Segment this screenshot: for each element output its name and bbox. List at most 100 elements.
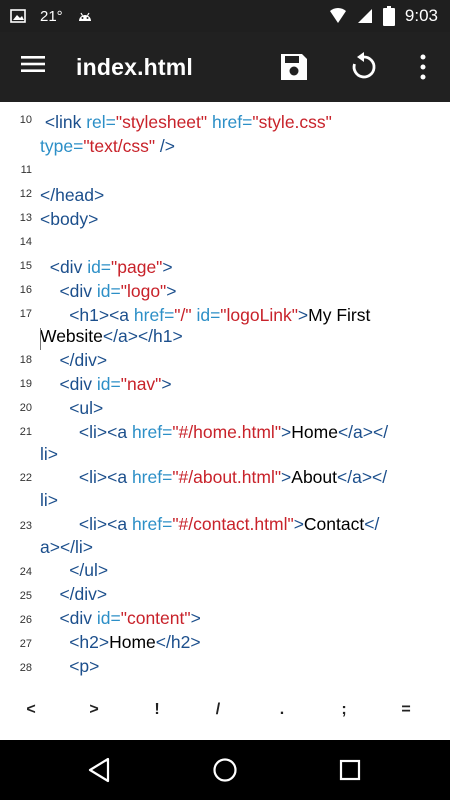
overflow-icon[interactable] xyxy=(405,49,441,85)
code-line[interactable]: </head> xyxy=(40,183,445,207)
home-icon[interactable] xyxy=(209,754,241,786)
code-tag: </a></h1> xyxy=(102,326,183,346)
symbol-key[interactable]: < xyxy=(26,701,36,718)
line-number: 22 xyxy=(19,472,32,484)
code-line[interactable]: <div id="logo"> xyxy=(40,279,445,303)
symbol-key[interactable]: ! xyxy=(154,701,160,718)
code-line[interactable]: <li><a href="#/about.html">About</a></ xyxy=(40,465,445,489)
signal-icon xyxy=(329,7,347,25)
code-value: "/" xyxy=(174,305,192,325)
code-text xyxy=(40,350,59,370)
code-value: "page" xyxy=(111,257,163,277)
code-tag: </a></ xyxy=(337,422,389,442)
symbols-bar: < > ! / . ; = xyxy=(0,692,450,740)
image-icon xyxy=(10,9,26,23)
code-line[interactable]: <div id="nav"> xyxy=(40,372,445,396)
code-value: "logo" xyxy=(120,281,167,301)
wifi-icon xyxy=(357,7,373,25)
code-tag: <li><a xyxy=(78,422,132,442)
code-tag: > xyxy=(166,281,177,301)
line-number: 23 xyxy=(19,520,32,532)
symbol-key[interactable]: > xyxy=(89,701,99,718)
code-tag: <h1><a xyxy=(69,305,134,325)
undo-icon[interactable] xyxy=(346,49,382,85)
code-tag: <p> xyxy=(69,656,100,676)
line-number: 26 xyxy=(19,614,32,626)
code-editor[interactable]: 10 11 12 13 14 15 16 17 18 19 20 21 22 2… xyxy=(0,102,450,692)
back-icon[interactable] xyxy=(83,754,115,786)
code-line[interactable]: <body> xyxy=(40,207,445,231)
code-tag: <link xyxy=(44,112,87,132)
code-tag: <li><a xyxy=(78,467,132,487)
clock: 9:03 xyxy=(404,6,438,25)
code-line[interactable]: li> xyxy=(40,442,445,466)
menu-icon[interactable] xyxy=(20,53,50,81)
code-line[interactable]: <link rel="stylesheet" href="style.css" xyxy=(40,110,445,134)
code-tag: > xyxy=(293,514,304,534)
code-tag: </head> xyxy=(40,185,105,205)
code-line[interactable]: type="text/css" /> xyxy=(40,134,445,158)
code-tag: <div xyxy=(59,281,97,301)
code-line[interactable]: <div id="page"> xyxy=(40,255,445,279)
code-value: "#/about.html" xyxy=(172,467,282,487)
line-number: 11 xyxy=(20,164,32,176)
code-line[interactable]: <ul> xyxy=(40,396,445,420)
save-icon[interactable] xyxy=(276,49,312,85)
line-number: 10 xyxy=(19,114,32,126)
code-text xyxy=(40,560,69,580)
code-tag: a></li> xyxy=(40,537,94,557)
code-tag: </div> xyxy=(59,350,108,370)
code-tag: </h2> xyxy=(155,632,201,652)
code-value: "style.css" xyxy=(252,112,332,132)
code-value: "stylesheet" xyxy=(115,112,208,132)
code-tag: > xyxy=(281,422,292,442)
code-line[interactable]: <li><a href="#/contact.html">Contact</ xyxy=(40,512,445,536)
code-attribute: type= xyxy=(40,136,84,156)
code-line[interactable]: Website</a></h1> xyxy=(40,324,445,348)
code-text xyxy=(40,584,59,604)
code-text: Home xyxy=(109,632,156,652)
code-tag: </ xyxy=(364,514,380,534)
code-text xyxy=(40,374,59,394)
android-icon xyxy=(77,8,93,24)
recents-icon[interactable] xyxy=(334,754,366,786)
code-tag: <li><a xyxy=(78,514,132,534)
code-line[interactable]: li> xyxy=(40,488,445,512)
code-text: About xyxy=(291,467,338,487)
code-line[interactable]: </ul> xyxy=(40,558,445,582)
battery-icon xyxy=(382,6,395,26)
code-tag: > xyxy=(190,608,201,628)
code-line[interactable]: <h1><a href="/" id="logoLink">My First xyxy=(40,303,445,327)
code-text xyxy=(40,422,79,442)
code-text: Home xyxy=(291,422,338,442)
code-line[interactable]: <p> xyxy=(40,654,445,678)
code-tag: <div xyxy=(59,608,97,628)
code-attribute: href= xyxy=(131,514,173,534)
code-line[interactable]: <h2>Home</h2> xyxy=(40,630,445,654)
line-number: 21 xyxy=(19,426,32,438)
code-tag: </a></ xyxy=(337,467,388,487)
code-text xyxy=(40,608,59,628)
line-number: 17 xyxy=(19,308,32,320)
symbol-key[interactable]: / xyxy=(215,701,221,718)
code-tag: > xyxy=(161,374,172,394)
code-value: "nav" xyxy=(120,374,162,394)
code-line[interactable]: </div> xyxy=(40,582,445,606)
code-tag: /> xyxy=(155,136,176,156)
code-tag: li> xyxy=(40,490,58,510)
code-value: "#/home.html" xyxy=(172,422,282,442)
code-tag: li> xyxy=(40,444,58,464)
symbol-key[interactable]: . xyxy=(279,701,285,718)
line-number: 16 xyxy=(19,284,32,296)
navigation-bar xyxy=(0,740,450,800)
code-text: My First xyxy=(308,305,371,325)
code-line[interactable]: <div id="content"> xyxy=(40,606,445,630)
code-line[interactable]: a></li> xyxy=(40,535,445,559)
symbol-key[interactable]: ; xyxy=(341,701,347,718)
symbol-key[interactable]: = xyxy=(401,701,411,718)
code-text xyxy=(40,305,69,325)
line-number: 18 xyxy=(19,354,32,366)
status-bar: 21° 9:03 xyxy=(0,0,450,32)
code-line[interactable]: <li><a href="#/home.html">Home</a></ xyxy=(40,420,445,444)
code-line[interactable]: </div> xyxy=(40,348,445,372)
